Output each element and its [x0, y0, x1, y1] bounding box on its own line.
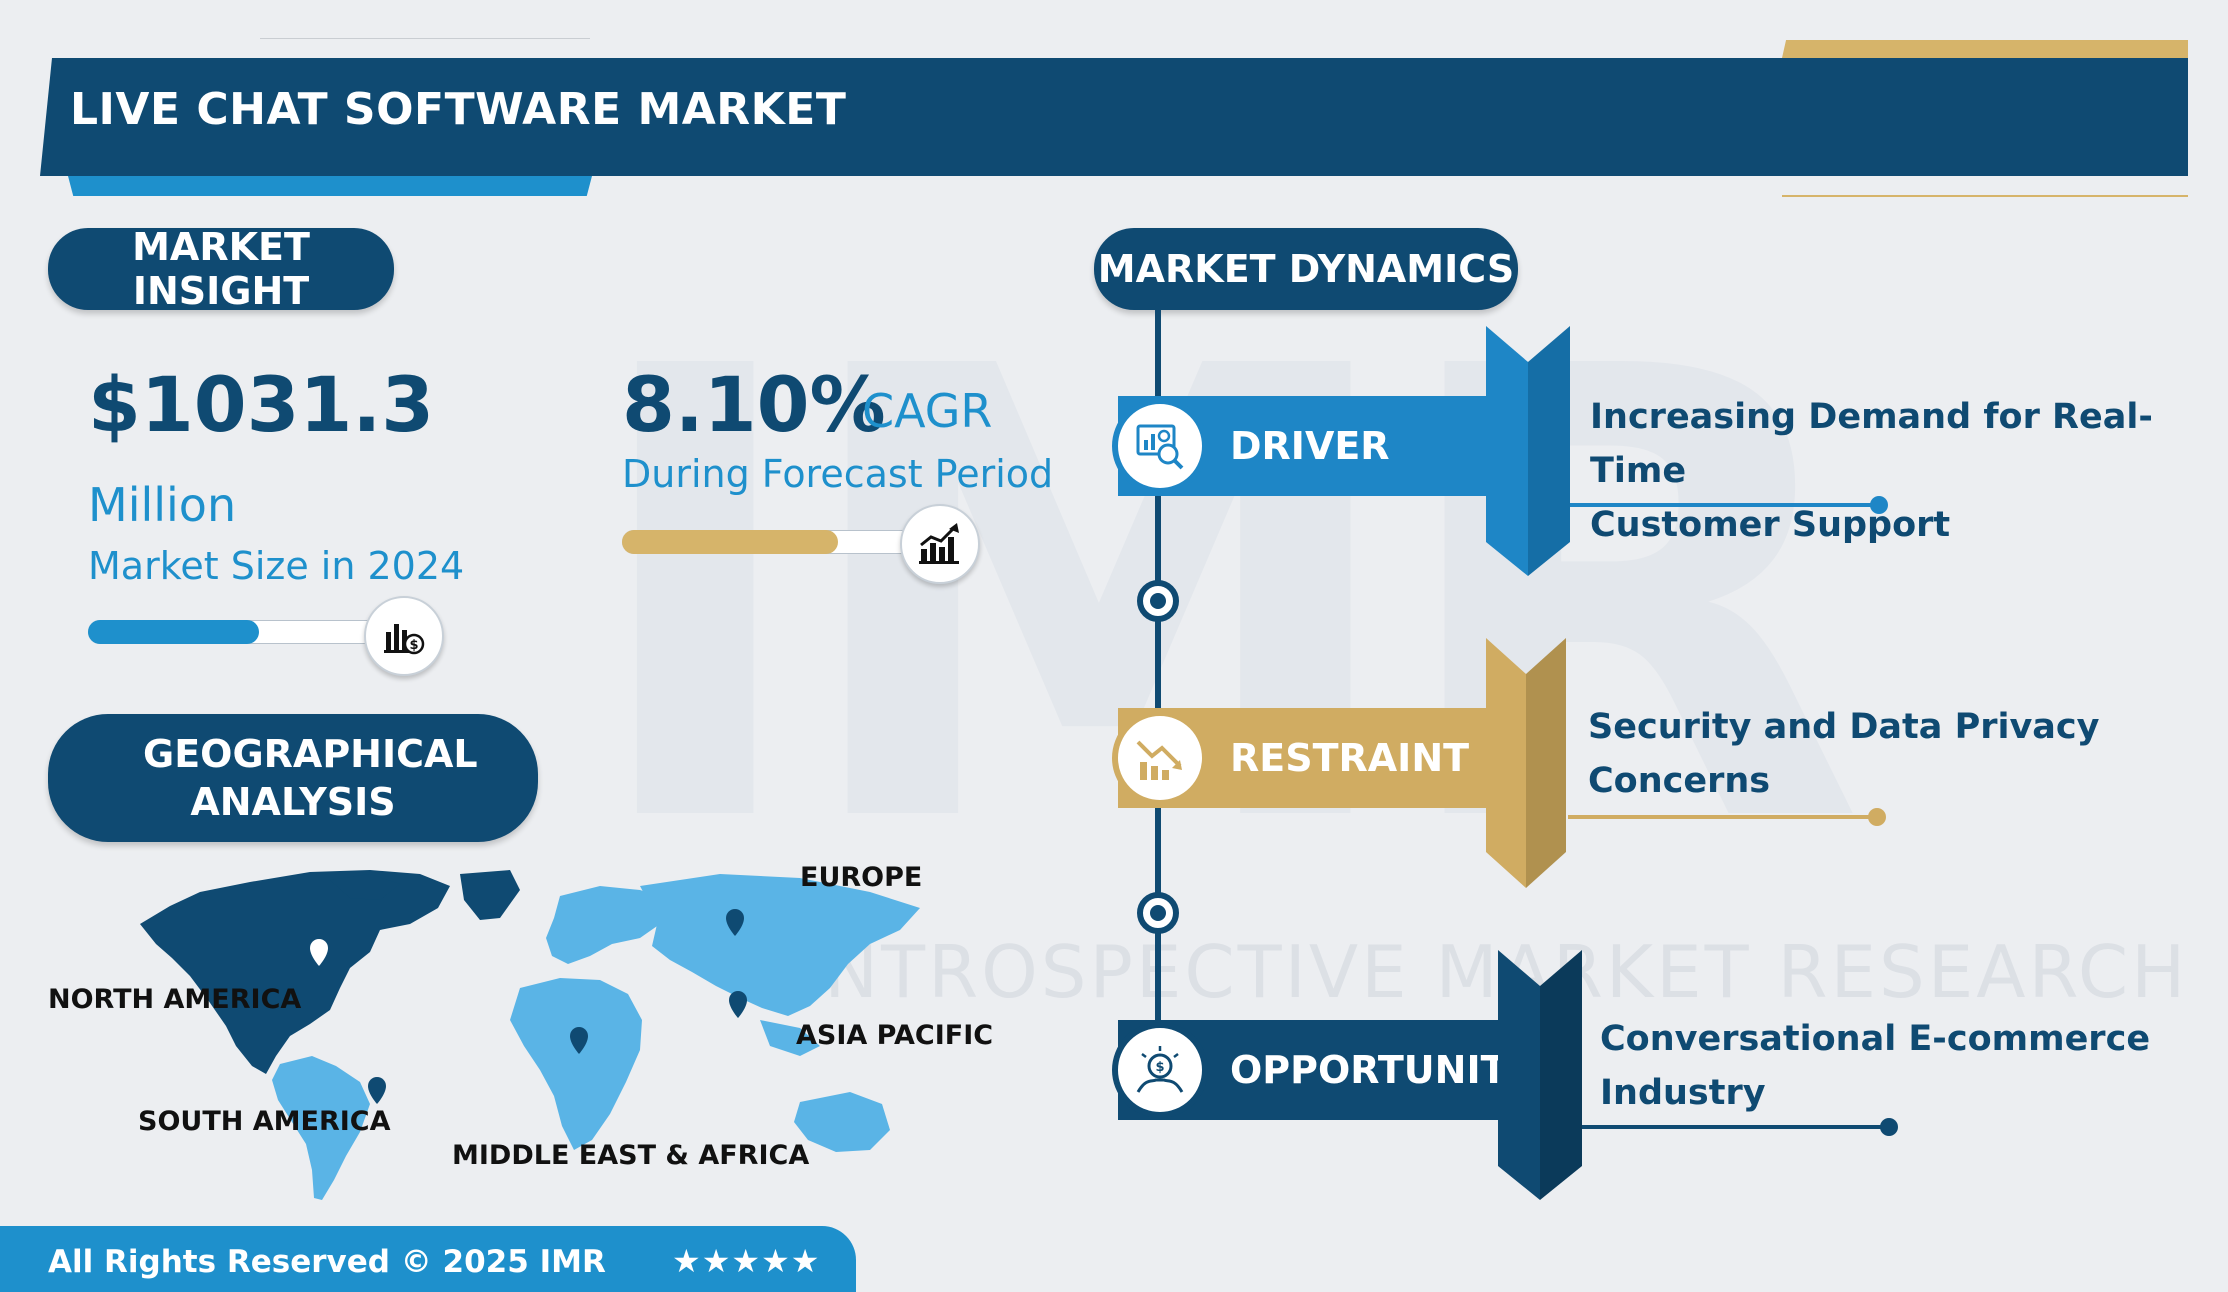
mea-pin-icon — [570, 1027, 588, 1054]
page-title: LIVE CHAT SOFTWARE MARKET — [70, 84, 847, 135]
timeline-line — [1155, 310, 1161, 1080]
restraint-text-line-1: Security and Data Privacy — [1588, 707, 2100, 747]
timeline-node — [1137, 580, 1179, 622]
driver-underline — [1570, 503, 1882, 507]
growth-chart-icon — [900, 504, 980, 584]
driver-text: Increasing Demand for Real-Time Customer… — [1590, 390, 2228, 552]
header-accent-gold — [1782, 40, 2188, 58]
driver-underline-dot — [1870, 496, 1888, 514]
asia-shape — [640, 874, 920, 1016]
market-size-label: Market Size in 2024 — [88, 544, 465, 588]
north-america-pin-icon — [310, 939, 328, 966]
analytics-icon — [1112, 398, 1208, 494]
footer-rating-stars: ★★★★★ — [672, 1242, 821, 1280]
australia-shape — [794, 1092, 890, 1152]
header-bar — [40, 58, 2188, 176]
svg-text:$: $ — [1155, 1060, 1164, 1075]
world-map — [140, 870, 920, 1200]
opportunity-text: Conversational E-commerce Industry — [1600, 1012, 2150, 1120]
watermark-text: INTROSPECTIVE MARKET RESEARCH — [800, 930, 2189, 1014]
geographical-analysis-pill: GEOGRAPHICAL ANALYSIS — [48, 714, 538, 842]
market-size-unit: Million — [88, 478, 237, 532]
restraint-label: RESTRAINT — [1230, 736, 1470, 780]
driver-label: DRIVER — [1230, 424, 1390, 468]
greenland-shape — [460, 870, 520, 920]
europe-pin-icon — [726, 909, 744, 936]
africa-shape — [510, 978, 642, 1150]
cagr-suffix: CAGR — [862, 384, 993, 438]
driver-ribbon — [1486, 326, 1570, 576]
driver-text-line-2: Customer Support — [1590, 505, 1951, 545]
geographical-analysis-label: GEOGRAPHICAL ANALYSIS — [143, 732, 478, 824]
opportunity-text-line-2: Industry — [1600, 1073, 1766, 1113]
cagr-progress-fill — [622, 530, 838, 554]
restraint-ribbon — [1486, 638, 1566, 888]
header-accent-blue — [68, 176, 592, 196]
market-size-chart-icon: $ — [364, 596, 444, 676]
region-label-south-america: SOUTH AMERICA — [138, 1106, 391, 1137]
europe-shape — [546, 886, 670, 964]
region-label-north-america: NORTH AMERICA — [48, 984, 302, 1015]
restraint-text-line-2: Concerns — [1588, 761, 1771, 801]
restraint-underline — [1568, 815, 1880, 819]
opportunity-ribbon — [1498, 950, 1582, 1200]
driver-text-line-1: Increasing Demand for Real-Time — [1590, 397, 2153, 491]
region-label-europe: EUROPE — [800, 862, 923, 893]
opportunity-underline — [1582, 1125, 1892, 1129]
cagr-value: 8.10% — [622, 360, 886, 449]
region-label-mea: MIDDLE EAST & AFRICA — [452, 1140, 810, 1171]
region-label-asia-pacific: ASIA PACIFIC — [796, 1020, 994, 1051]
market-size-value: $1031.3 — [88, 360, 435, 449]
market-size-progress-fill — [88, 620, 259, 644]
idea-bulb-icon: $ — [1112, 1022, 1208, 1118]
opportunity-underline-dot — [1880, 1118, 1898, 1136]
timeline-node — [1137, 892, 1179, 934]
north-america-shape — [140, 870, 450, 1074]
market-insight-pill: MARKET INSIGHT — [48, 225, 394, 313]
cagr-label: During Forecast Period — [622, 452, 1054, 496]
opportunity-text-line-1: Conversational E-commerce — [1600, 1019, 2151, 1059]
footer-bar — [0, 1226, 856, 1292]
south-america-pin-icon — [368, 1077, 386, 1104]
footer-copyright: All Rights Reserved © 2025 IMR — [48, 1244, 606, 1280]
restraint-text: Security and Data Privacy Concerns — [1588, 700, 2099, 808]
south-america-shape — [272, 1056, 370, 1200]
declining-chart-icon — [1112, 710, 1208, 806]
header-decor-line — [260, 38, 590, 39]
asia-pacific-pin-icon — [729, 991, 747, 1018]
opportunity-label: OPPORTUNITY — [1230, 1048, 1535, 1092]
restraint-underline-dot — [1868, 808, 1886, 826]
market-dynamics-pill: MARKET DYNAMICS — [1094, 228, 1518, 310]
svg-text:$: $ — [409, 638, 418, 653]
header-decor-line-gold — [1782, 195, 2188, 197]
